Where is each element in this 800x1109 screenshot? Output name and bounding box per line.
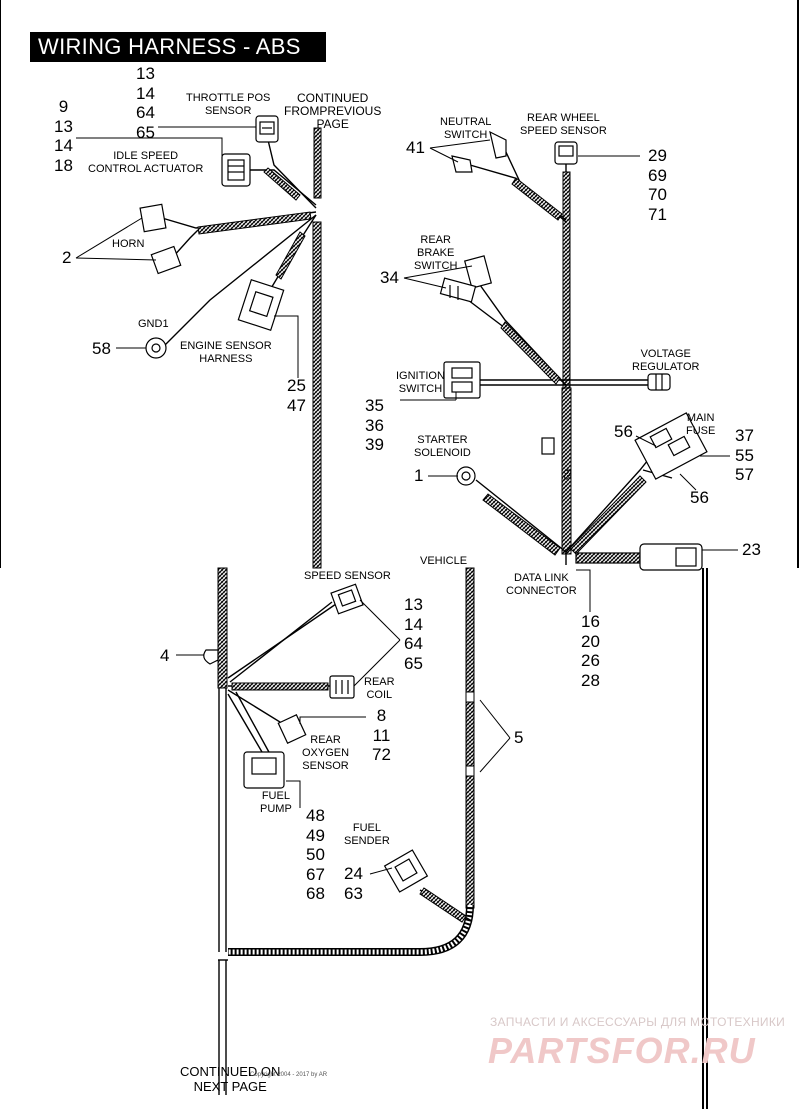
label-engine-sensor-harness: ENGINE SENSOR HARNESS	[180, 340, 272, 365]
main-fuse-block	[634, 412, 708, 480]
voltage-regulator-connector	[647, 373, 671, 391]
neutral-switch-terminals	[451, 130, 507, 173]
speed-sensor-connector-lower	[330, 583, 364, 615]
fuel-sender-connector	[383, 849, 429, 893]
label-main-fuse: MAIN FUSE	[686, 412, 716, 437]
label-idle-speed-actuator: IDLE SPEED CONTROL ACTUATOR	[88, 150, 204, 175]
callout-main-fuse-b: 37 55 57	[735, 426, 754, 484]
label-continued-next: CONTINUED ON NEXT PAGE	[180, 1064, 281, 1094]
callout-horn: 2	[62, 248, 72, 267]
label-voltage-regulator: VOLTAGE REGULATOR	[632, 348, 700, 373]
leader-lines-upper-left	[75, 126, 299, 378]
label-data-link-connector: DATA LINK CONNECTOR	[506, 572, 577, 597]
label-ignition-switch: IGNITION SWITCH	[396, 370, 445, 395]
main-trunk-upper	[312, 127, 322, 569]
callout-main-fuse-c: 56	[690, 488, 709, 507]
right-trunk	[561, 171, 572, 555]
callout-fuel-pump: 48 49 50 67 68	[306, 806, 325, 903]
horn-connectors	[139, 203, 182, 275]
callout-ignition: 35 36 39	[365, 396, 384, 454]
starter-solenoid-ring	[456, 466, 476, 486]
branch-braids-right	[482, 177, 647, 556]
callout-vehicle-clips: 5	[514, 728, 524, 747]
label-gnd1: GND1	[138, 318, 169, 330]
ignition-switch-connector	[443, 361, 481, 399]
data-link-connector	[575, 543, 703, 571]
lower-trunk	[217, 567, 228, 1095]
callout-engine-sensor: 25 47	[287, 376, 306, 415]
fuel-pump-connector	[243, 751, 285, 789]
label-fuel-sender: FUEL SENDER	[344, 822, 390, 847]
label-vehicle: VEHICLE	[420, 555, 468, 567]
watermark-tagline: ЗАПЧАСТИ И АКСЕССУАРЫ ДЛЯ МОТОТЕХНИКИ	[490, 1015, 786, 1029]
callout-starter: 1	[414, 466, 424, 485]
branch-braids-lower	[231, 682, 467, 923]
label-horn: HORN	[112, 238, 145, 250]
label-starter-solenoid: STARTER SOLENOID	[414, 434, 471, 459]
leader-lines-lower	[176, 599, 511, 875]
ground-clip-right	[541, 437, 555, 455]
leader-lines-upper-right	[400, 139, 738, 612]
label-rear-oxygen-sensor: REAR OXYGEN SENSOR	[302, 734, 350, 772]
label-neutral-switch: NEUTRAL SWITCH	[440, 116, 492, 141]
branch-braids-left	[197, 167, 312, 280]
copyright-text: Copyright 2004 - 2017 by AR	[250, 1072, 328, 1078]
callout-neutral: 41	[406, 138, 425, 157]
callout-rear-wheel: 29 69 70 71	[648, 146, 667, 224]
label-rear-coil: REAR COIL	[364, 676, 395, 701]
callout-clip: 4	[160, 646, 170, 665]
callout-data-link-right: 23	[742, 540, 761, 559]
vehicle-harness	[228, 567, 475, 956]
label-rear-brake-switch: REAR BRAKE SWITCH	[414, 234, 458, 272]
rear-brake-switch-connectors	[439, 255, 493, 303]
ground-ring-terminal	[145, 337, 167, 359]
throttle-pos-sensor-connector	[255, 115, 279, 143]
callout-rear-brake: 34	[380, 268, 399, 287]
callout-idle: 9 13 14 18	[54, 97, 73, 175]
engine-sensor-harness-connector	[237, 279, 285, 331]
callout-speed-sensor: 13 14 64 65	[404, 595, 423, 673]
harness-clip-4	[203, 649, 219, 665]
watermark-logo: PARTSFOR.RU	[488, 1030, 756, 1071]
page-title: WIRING HARNESS - ABS	[30, 32, 326, 62]
callout-rear-oxygen: 8 11 72	[372, 706, 391, 764]
callout-fuel-sender: 24 63	[344, 864, 363, 903]
label-throttle-pos-sensor: THROTTLE POS SENSOR	[186, 92, 271, 117]
callout-data-link: 16 20 26 28	[581, 612, 600, 690]
rear-wheel-speed-connector	[554, 141, 578, 165]
idle-speed-actuator-connector	[221, 153, 251, 187]
label-fuel-pump: FUEL PUMP	[260, 790, 292, 815]
rear-coil-connector	[329, 675, 355, 699]
callout-gnd: 58	[92, 339, 111, 358]
rear-oxygen-connector	[277, 714, 307, 744]
label-rear-wheel-speed-sensor: REAR WHEEL SPEED SENSOR	[520, 112, 607, 137]
label-continued-previous: CONTINUED FROMPREVIOUS PAGE	[284, 91, 382, 131]
callout-main-fuse-a: 56	[614, 422, 633, 441]
label-harness-number: 65	[561, 468, 573, 481]
label-speed-sensor: SPEED SENSOR	[304, 570, 391, 582]
callout-throttle: 13 14 64 65	[136, 64, 155, 142]
